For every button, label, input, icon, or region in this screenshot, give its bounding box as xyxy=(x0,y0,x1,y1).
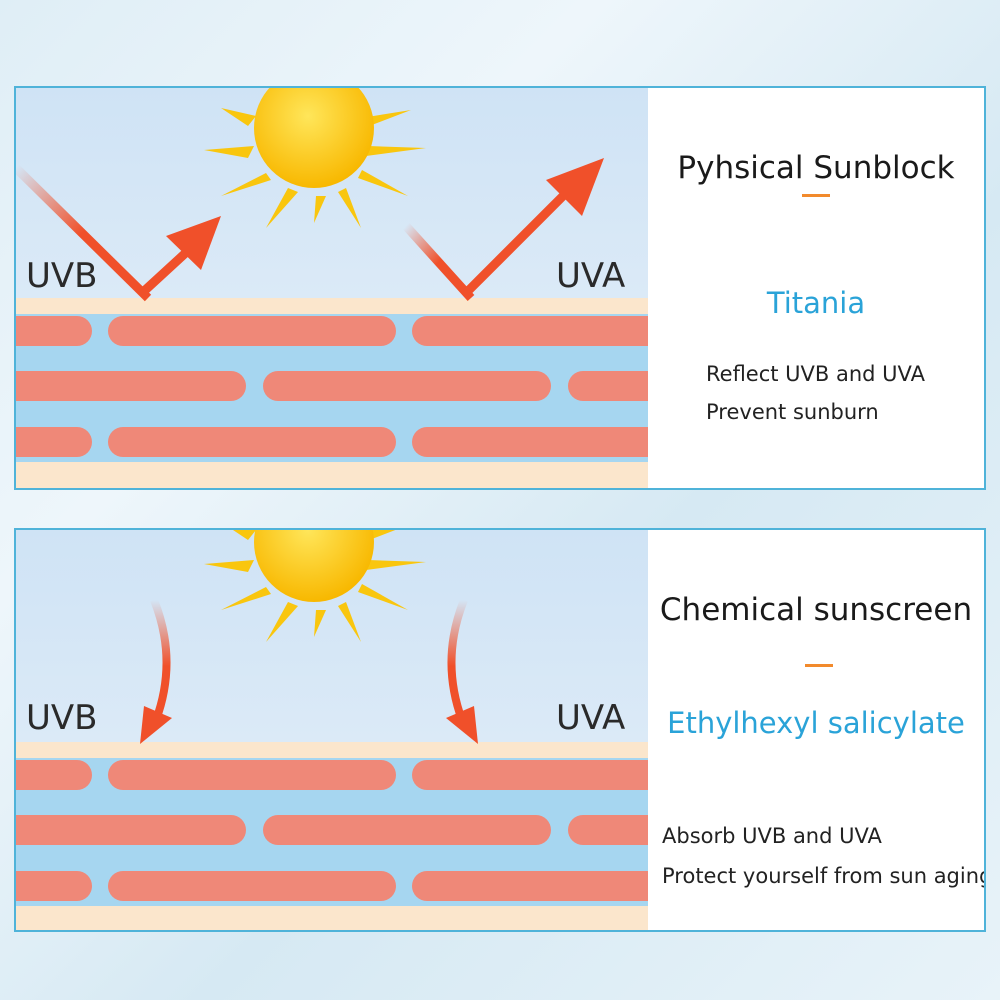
desc-line-2: Prevent sunburn xyxy=(706,400,879,424)
sun-icon xyxy=(204,88,426,228)
skin-layers xyxy=(16,742,648,930)
physical-illustration xyxy=(16,88,648,488)
title-divider xyxy=(802,194,830,197)
title-divider xyxy=(805,664,833,667)
physical-info: Pyhsical Sunblock Titania Reflect UVB an… xyxy=(648,88,984,488)
skin-layers xyxy=(16,298,648,488)
chemical-illustration xyxy=(16,530,648,930)
ingredient-name: Titania xyxy=(766,286,866,320)
absorb-arrow-uva xyxy=(446,598,478,744)
uva-label: UVA xyxy=(556,698,626,738)
panel-title: Pyhsical Sunblock xyxy=(677,150,955,186)
chemical-info: Chemical sunscreen Ethylhexyl salicylate… xyxy=(648,530,984,930)
uvb-label: UVB xyxy=(26,256,98,296)
chemical-sunscreen-panel: UVB UVA Chemical sunscreen Ethylhexyl sa… xyxy=(14,528,986,932)
absorb-arrow-uvb xyxy=(140,598,172,744)
reflect-arrow-uvb xyxy=(16,164,221,302)
desc-line-1: Absorb UVB and UVA xyxy=(662,824,882,848)
sun-icon xyxy=(204,530,426,642)
physical-sunblock-panel: UVB UVA Pyhsical Sunblock Titania Reflec… xyxy=(14,86,986,490)
reflect-arrow-uva xyxy=(402,158,604,302)
desc-line-2: Protect yourself from sun aging xyxy=(662,864,986,888)
desc-line-1: Reflect UVB and UVA xyxy=(706,362,925,386)
uva-label: UVA xyxy=(556,256,626,296)
panel-title: Chemical sunscreen xyxy=(659,592,973,628)
uvb-label: UVB xyxy=(26,698,98,738)
ingredient-name: Ethylhexyl salicylate xyxy=(667,706,965,740)
